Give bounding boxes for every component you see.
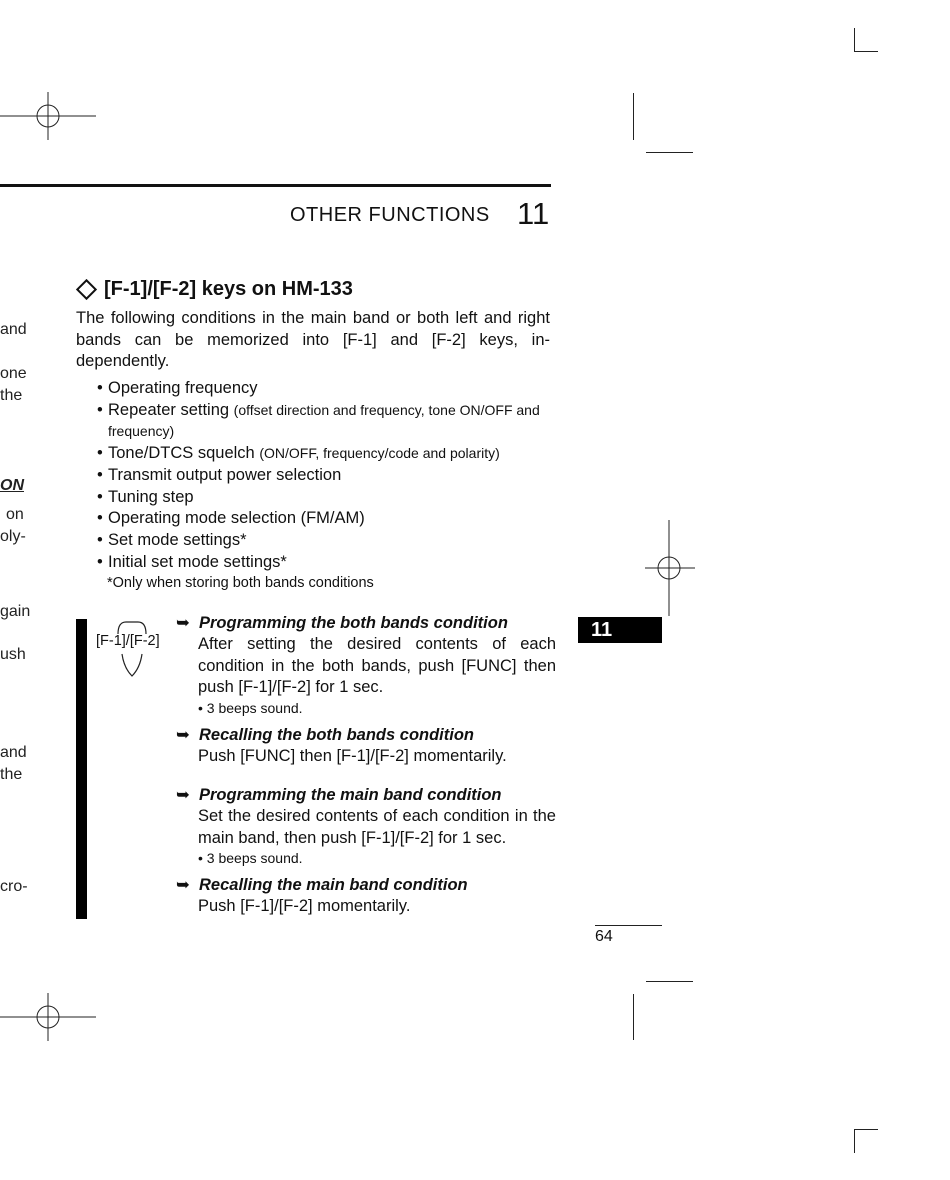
list-item: Initial set mode settings* <box>97 552 552 574</box>
instruction-block: ➥ Programming the both bands condition Af… <box>176 613 556 718</box>
registration-mark-icon <box>0 92 96 140</box>
list-item-text: Operating frequency <box>108 379 258 397</box>
gutter-fragment: the <box>0 387 23 404</box>
instruction-body: Push [F-1]/[F-2] momentarily. <box>198 897 411 915</box>
instruction-title: Recalling the main band condition <box>199 876 468 894</box>
arrow-icon: ➥ <box>176 614 190 632</box>
list-item: Set mode settings* <box>97 530 552 552</box>
gutter-fragment: the <box>0 766 23 783</box>
instruction-heading: ➥ Recalling the main band condition <box>176 875 556 896</box>
list-item-text: Transmit output power selection <box>108 465 342 484</box>
arrow-icon: ➥ <box>176 726 190 744</box>
crop-mark-upper-v <box>633 93 634 140</box>
crop-mark-bottom-right-h <box>854 1129 878 1130</box>
crop-mark-top-right-h <box>854 51 878 52</box>
instruction-title: Recalling the both bands condition <box>199 726 474 744</box>
page-number: 64 <box>595 928 613 945</box>
gutter-fragment: cro- <box>0 878 28 895</box>
gutter-fragment: and <box>0 744 27 761</box>
crop-mark-bottom-right-v <box>854 1129 855 1153</box>
registration-mark-icon <box>0 993 96 1041</box>
list-item: Operating mode selection (FM/AM) <box>97 508 552 530</box>
list-item-detail: (offset direction and frequency, tone ON… <box>108 401 540 440</box>
section-title: OTHER FUNCTIONS <box>290 204 490 226</box>
intro-paragraph: The following conditions in the main ban… <box>76 309 550 371</box>
instruction-body: After setting the desired contents of ea… <box>198 635 556 697</box>
instruction-heading: ➥ Programming the both bands condition <box>176 613 556 634</box>
diamond-bullet-icon <box>75 278 98 301</box>
crop-mark-lower-h <box>646 981 693 982</box>
gutter-fragment: and <box>0 321 27 338</box>
instruction-block: ➥ Programming the main band condition Set… <box>176 785 556 868</box>
gutter-fragment: on <box>6 506 24 523</box>
instruction-heading: ➥ Recalling the both bands condition <box>176 725 556 746</box>
registration-mark-icon <box>645 520 695 616</box>
list-item-text: Operating mode selection (FM/AM) <box>108 509 365 528</box>
instruction-note: • 3 beeps sound. <box>198 700 303 717</box>
microphone-key-icon <box>117 621 147 677</box>
gutter-fragment: one <box>0 365 27 382</box>
gutter-fragment: ush <box>0 646 26 663</box>
list-item-text: Initial set mode settings* <box>108 552 287 571</box>
chapter-number: 11 <box>517 196 550 231</box>
page-number-rule <box>595 925 662 926</box>
instruction-body: Push [FUNC] then [F-1]/[F-2] momentarily… <box>198 747 507 765</box>
list-item: Operating frequency <box>97 378 552 400</box>
footnote: *Only when storing both bands conditions <box>107 575 374 591</box>
subsection-heading: [F-1]/[F-2] keys on HM-133 <box>75 278 353 301</box>
instruction-body: Set the desired contents of each conditi… <box>198 807 556 847</box>
subsection-heading-text: [F-1]/[F-2] keys on HM-133 <box>104 278 353 300</box>
instruction-heading: ➥ Programming the main band condition <box>176 785 556 806</box>
crop-mark-lower-v <box>633 994 634 1040</box>
instruction-block: ➥ Recalling the main band condition Push … <box>176 875 556 918</box>
chapter-tab-label: 11 <box>591 619 613 641</box>
instruction-title: Programming the main band condition <box>199 786 502 804</box>
mic-key-label: [F-1]/[F-2] <box>96 633 160 649</box>
list-item: Tuning step <box>97 487 552 509</box>
list-item: Transmit output power selection <box>97 465 552 487</box>
arrow-icon: ➥ <box>176 786 190 804</box>
condition-list: Operating frequency Repeater setting (of… <box>97 378 552 573</box>
arrow-icon: ➥ <box>176 876 190 894</box>
header-rule <box>0 184 551 187</box>
instruction-block: ➥ Recalling the both bands condition Push… <box>176 725 556 768</box>
instruction-note: • 3 beeps sound. <box>198 850 303 867</box>
list-item-text: Set mode settings* <box>108 530 247 549</box>
list-item-text: Repeater setting <box>108 400 230 419</box>
list-item-text: Tuning step <box>108 487 194 506</box>
gutter-fragment: gain <box>0 603 31 620</box>
list-item: Tone/DTCS squelch (ON/OFF, frequency/cod… <box>97 443 552 465</box>
list-item-detail: (ON/OFF, frequency/code and polarity) <box>259 445 500 462</box>
gutter-fragment: ON <box>0 477 24 494</box>
crop-mark-top-right-v <box>854 28 855 52</box>
list-item: Repeater setting (offset direction and f… <box>97 400 552 443</box>
crop-mark-upper-h <box>646 152 693 153</box>
chapter-tab: 11 <box>578 617 662 643</box>
instruction-title: Programming the both bands condition <box>199 614 508 632</box>
instruction-side-bar <box>76 619 87 919</box>
gutter-fragment: oly- <box>0 528 26 545</box>
list-item-text: Tone/DTCS squelch <box>108 444 255 463</box>
